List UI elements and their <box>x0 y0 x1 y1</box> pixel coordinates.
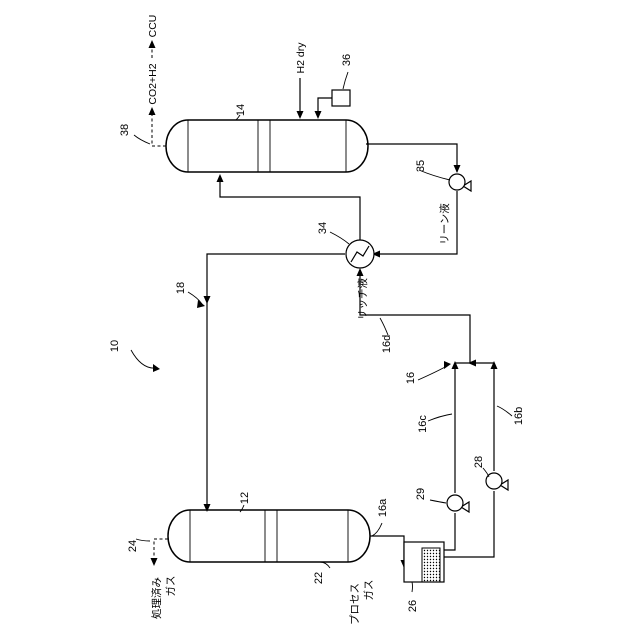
rich-liquid-label: リッチ液 <box>356 278 369 320</box>
label-28: 28 <box>473 456 485 468</box>
pump-28 <box>486 473 508 490</box>
lean-liquid-label: リーン液 <box>438 203 451 245</box>
co2-h2-label: CO2+H2 <box>147 63 159 104</box>
process-gas-label-line2: ガス <box>363 580 375 601</box>
pump-29 <box>447 495 469 512</box>
label-16: 16 <box>405 372 417 384</box>
label-26: 26 <box>407 600 419 612</box>
pump-35 <box>449 174 471 191</box>
label-29: 29 <box>415 488 427 500</box>
label-34: 34 <box>317 222 329 234</box>
label-22: 22 <box>313 572 325 584</box>
label-35: 35 <box>415 160 427 172</box>
heat-exchanger-34 <box>346 240 374 268</box>
label-24: 24 <box>127 540 139 552</box>
ccu-label: CCU <box>147 15 159 38</box>
process-gas-label-line1: プロセス <box>349 583 361 625</box>
label-16c: 16c <box>417 415 429 433</box>
label-18: 18 <box>175 282 187 294</box>
label-16b: 16b <box>513 407 525 425</box>
label-10: 10 <box>109 340 121 352</box>
treated-gas-label-line2: ガス <box>165 576 177 597</box>
label-36: 36 <box>341 54 353 66</box>
tank-26 <box>404 542 444 582</box>
absorber-column <box>168 510 370 562</box>
label-38: 38 <box>119 124 131 136</box>
regenerator-column <box>166 120 368 172</box>
label-14: 14 <box>235 104 247 116</box>
label-16d: 16d <box>381 335 393 353</box>
h2-dry-label: H2 dry <box>295 42 307 74</box>
label-16a: 16a <box>377 498 389 517</box>
treated-gas-label-line1: 処理済み <box>150 577 163 619</box>
label-12: 12 <box>239 492 251 504</box>
